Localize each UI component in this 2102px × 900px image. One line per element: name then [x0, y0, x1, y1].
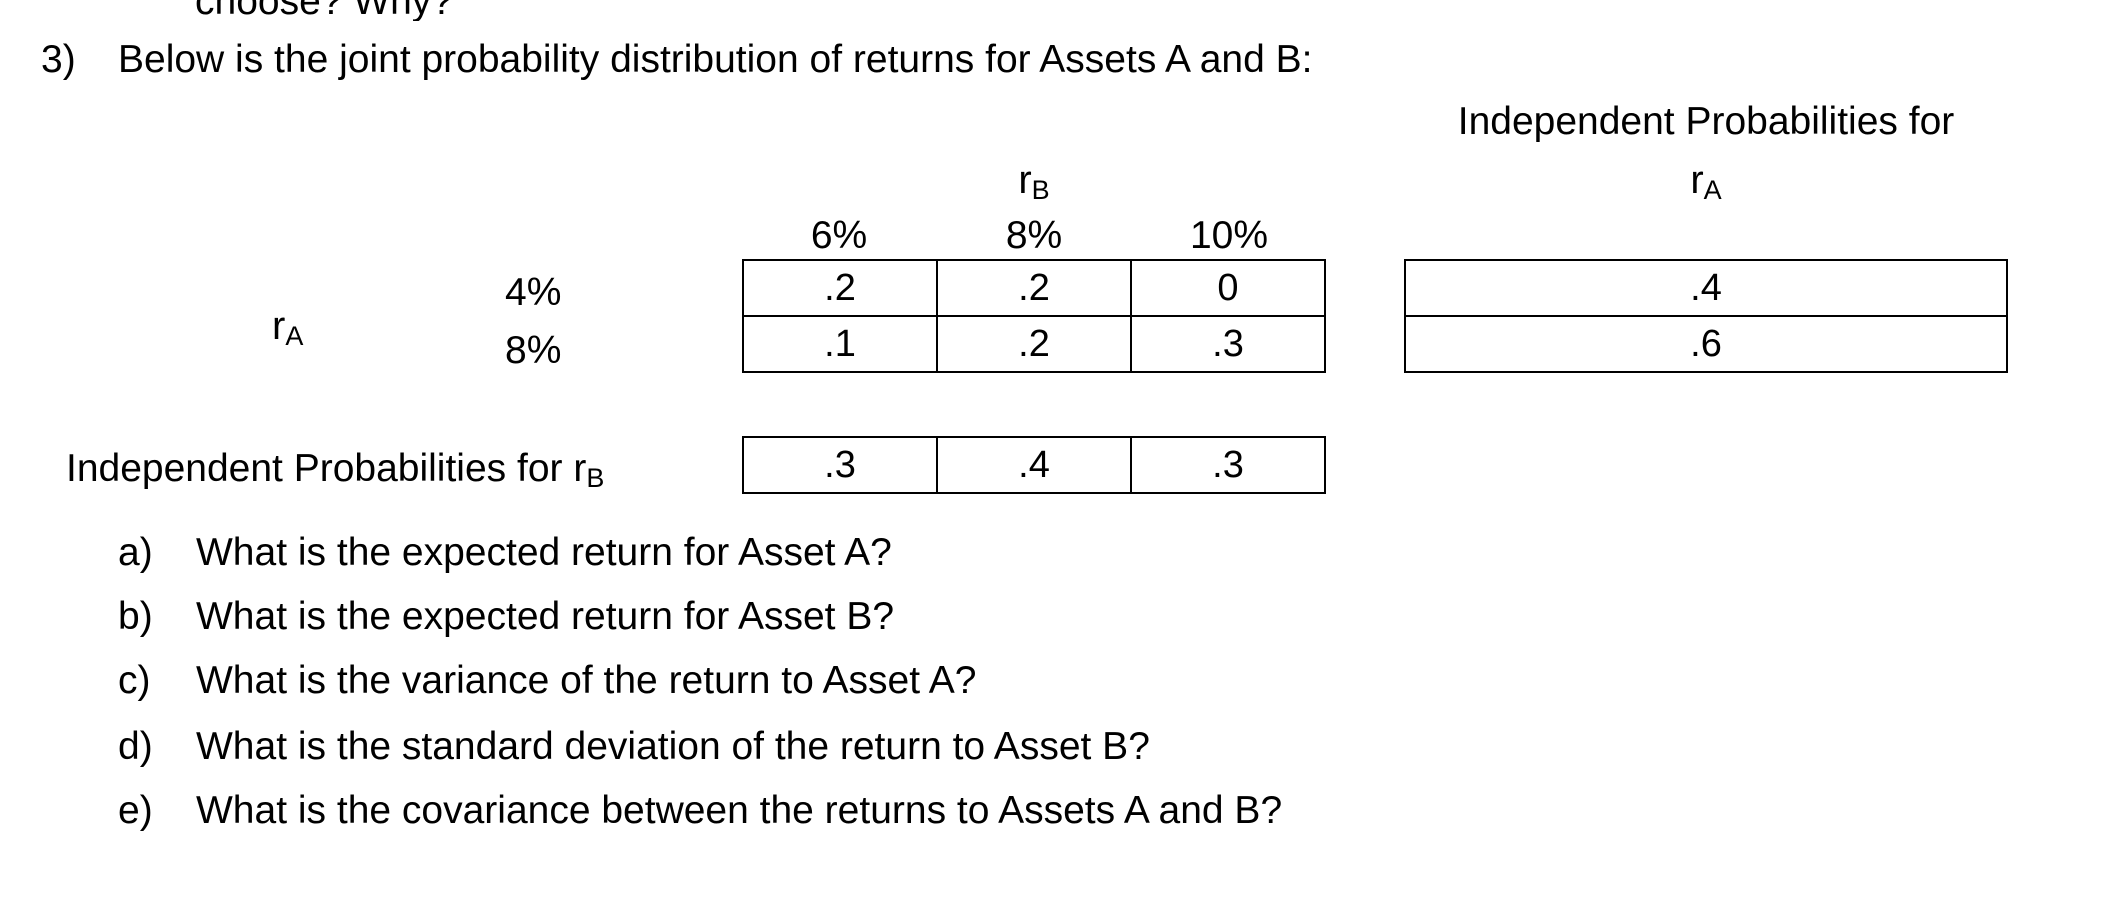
ra-label: rA [272, 304, 303, 350]
table-cell: .1 [742, 315, 938, 373]
rb-header: rB [937, 158, 1131, 204]
table-cell: .3 [742, 436, 938, 494]
rb-var: r [1018, 158, 1032, 202]
indep-a-title: Independent Probabilities for [1457, 100, 1955, 143]
part-b-letter: b) [118, 595, 153, 638]
indep-a-table: .4 .6 [1404, 259, 2008, 373]
table-cell: .2 [742, 259, 938, 317]
indep-b-label-text: Independent Probabilities for r [66, 447, 587, 490]
table-row: .6 [1404, 315, 2008, 373]
table-cell: .6 [1404, 315, 2008, 373]
rb-value-6: 6% [810, 214, 868, 257]
previous-question-fragment: choose? Why? [195, 0, 453, 23]
part-b-text: What is the expected return for Asset B? [196, 595, 895, 638]
indep-a-sub: A [1703, 175, 1722, 205]
table-cell: .4 [1404, 259, 2008, 317]
part-a-text: What is the expected return for Asset A? [196, 531, 892, 574]
indep-b-sub: B [586, 463, 605, 493]
indep-b-label: Independent Probabilities for rB [66, 447, 604, 492]
ra-value-4: 4% [505, 271, 562, 314]
part-a-letter: a) [118, 531, 153, 574]
rb-value-8: 8% [1005, 214, 1063, 257]
indep-a-variable: rA [1404, 158, 2008, 204]
part-e-letter: e) [118, 789, 153, 832]
table-row: .1 .2 .3 [742, 315, 1326, 373]
ra-sub: A [285, 321, 304, 351]
ra-var: r [272, 304, 286, 348]
question-number: 3) [41, 38, 76, 81]
indep-a-var: r [1690, 158, 1704, 202]
part-c-text: What is the variance of the return to As… [196, 659, 977, 702]
table-cell: .3 [1130, 436, 1326, 494]
table-cell: .2 [936, 259, 1132, 317]
rb-value-10: 10% [1189, 214, 1269, 257]
table-cell: .3 [1130, 315, 1326, 373]
table-row: .2 .2 0 [742, 259, 1326, 317]
table-cell: 0 [1130, 259, 1326, 317]
part-d-text: What is the standard deviation of the re… [196, 725, 1150, 768]
table-cell: .4 [936, 436, 1132, 494]
table-cell: .2 [936, 315, 1132, 373]
indep-b-table: .3 .4 .3 [742, 436, 1326, 494]
table-row: .4 [1404, 259, 2008, 317]
part-e-text: What is the covariance between the retur… [196, 789, 1283, 832]
part-c-letter: c) [118, 659, 151, 702]
table-row: .3 .4 .3 [742, 436, 1326, 494]
ra-value-8: 8% [505, 329, 562, 372]
question-text: Below is the joint probability distribut… [118, 38, 1313, 81]
part-d-letter: d) [118, 725, 153, 768]
joint-probability-table: .2 .2 0 .1 .2 .3 [742, 259, 1326, 373]
rb-sub: B [1031, 175, 1050, 205]
